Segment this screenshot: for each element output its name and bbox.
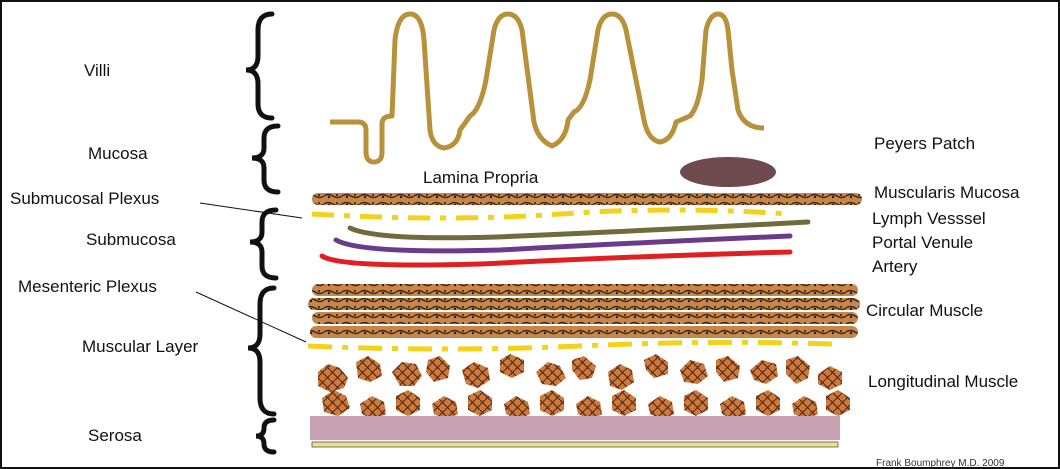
peyers-patch [680, 157, 776, 187]
muscularis-mucosa-band [312, 193, 862, 205]
label-lymph-vessel: Lymph Vesssel [872, 209, 986, 228]
serosa-layer [310, 416, 840, 440]
submucosal-plexus-pointer [200, 203, 302, 218]
label-artery: Artery [872, 257, 918, 276]
label-circular-muscle: Circular Muscle [866, 301, 983, 320]
label-submucosal-plexus: Submucosal Plexus [10, 189, 159, 208]
lymph-vessel [350, 222, 808, 238]
credit-text: Frank Boumphrey M.D. 2009 [876, 458, 1005, 469]
brace-mucosa [252, 126, 278, 192]
brace-serosa [256, 420, 274, 452]
circular-muscle [308, 284, 860, 338]
brace-submucosa [250, 210, 276, 278]
label-serosa: Serosa [88, 426, 142, 445]
label-muscular-layer: Muscular Layer [82, 337, 199, 356]
label-lamina-propria: Lamina Propria [423, 168, 539, 187]
brace-muscular-layer [248, 288, 274, 414]
label-portal-venule: Portal Venule [872, 233, 973, 252]
label-peyers-patch: Peyers Patch [874, 134, 975, 153]
mesenteric-plexus-pointer [196, 292, 306, 342]
label-muscularis-mucosa: Muscularis Mucosa [874, 183, 1020, 202]
label-mesenteric-plexus: Mesenteric Plexus [18, 277, 157, 296]
label-longitudinal-muscle: Longitudinal Muscle [868, 372, 1018, 391]
longitudinal-muscle [318, 354, 850, 420]
artery [322, 252, 790, 265]
brace-villi [246, 14, 272, 118]
label-mucosa: Mucosa [88, 144, 148, 163]
mesenteric-plexus-line [308, 342, 832, 349]
label-submucosa: Submucosa [86, 230, 176, 249]
submucosal-plexus-line [312, 210, 790, 218]
serosa-base [312, 442, 838, 447]
label-villi: Villi [84, 61, 110, 80]
villi-outline [330, 14, 764, 162]
